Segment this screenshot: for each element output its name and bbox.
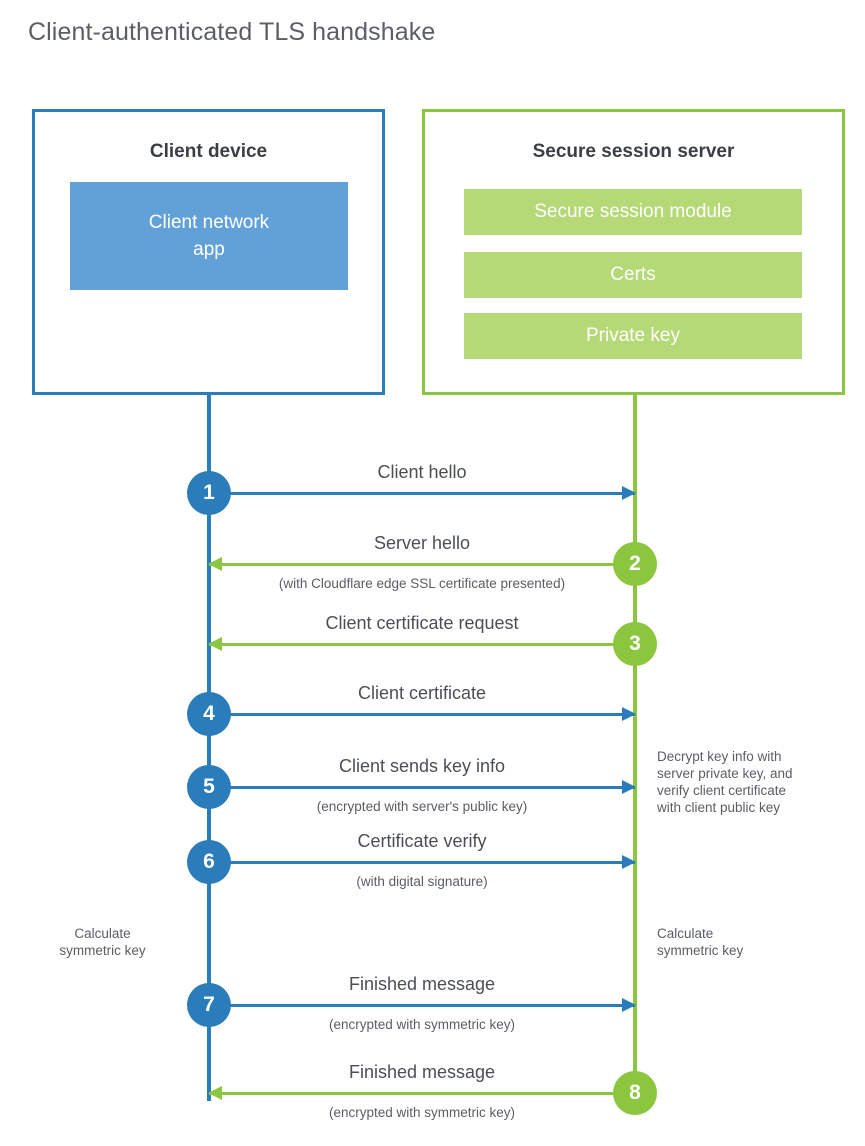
message-label-primary: Client certificate	[357, 683, 487, 703]
arrow-line-icon	[209, 786, 635, 789]
arrow-head-icon	[622, 998, 636, 1012]
message-label-primary: Client hello	[377, 462, 467, 482]
arrow-line-icon	[209, 563, 635, 566]
arrow-line-icon	[209, 1004, 635, 1007]
client-device-box: Client device Client network app	[32, 109, 385, 395]
step-circle-1: 1	[187, 471, 231, 515]
note-calculate-symmetric-key-client: Calculate symmetric key	[59, 926, 146, 958]
step-circle-5: 5	[187, 765, 231, 809]
message-label-secondary: (encrypted with symmetric key)	[328, 1105, 516, 1120]
arrow-line-icon	[209, 861, 635, 864]
server-module-private-key: Private key	[464, 313, 802, 359]
arrow-head-icon	[208, 557, 222, 571]
secure-session-server-box: Secure session server Secure session mod…	[422, 109, 845, 395]
client-device-title: Client device	[149, 141, 268, 162]
arrow-line-icon	[209, 492, 635, 495]
step-circle-8: 8	[613, 1071, 657, 1115]
arrow-line-icon	[209, 713, 635, 716]
message-label-primary: Finished message	[348, 1062, 496, 1082]
step-circle-6: 6	[187, 840, 231, 884]
step-circle-2: 2	[613, 542, 657, 586]
note-decrypt-key-info: Decrypt key info with server private key…	[657, 749, 793, 815]
arrow-head-icon	[208, 1086, 222, 1100]
message-label-secondary: (encrypted with symmetric key)	[328, 1017, 516, 1032]
arrow-head-icon	[622, 707, 636, 721]
note-calculate-symmetric-key-server: Calculate symmetric key	[657, 926, 744, 958]
message-label-primary: Finished message	[348, 974, 496, 994]
step-circle-4: 4	[187, 692, 231, 736]
message-label-primary: Certificate verify	[357, 831, 487, 851]
step-circle-3: 3	[613, 622, 657, 666]
secure-session-server-title: Secure session server	[532, 141, 735, 162]
arrow-head-icon	[622, 855, 636, 869]
step-circle-7: 7	[187, 983, 231, 1027]
server-module-certs: Certs	[464, 252, 802, 298]
page-title: Client-authenticated TLS handshake	[28, 18, 436, 46]
message-label-primary: Client sends key info	[338, 756, 506, 776]
server-lifeline	[633, 395, 637, 1095]
server-module-secure-session-module: Secure session module	[464, 189, 802, 235]
arrow-head-icon	[208, 637, 222, 651]
message-label-primary: Client certificate request	[325, 613, 519, 633]
arrow-head-icon	[622, 486, 636, 500]
client-lifeline	[207, 395, 211, 1101]
client-network-app-label: Client network app	[148, 212, 270, 260]
client-network-app-block: Client network app	[70, 182, 348, 290]
arrow-line-icon	[209, 643, 635, 646]
message-label-secondary: (encrypted with server's public key)	[316, 799, 528, 814]
arrow-line-icon	[209, 1092, 635, 1095]
message-label-secondary: (with Cloudflare edge SSL certificate pr…	[278, 576, 566, 591]
arrow-head-icon	[622, 780, 636, 794]
message-label-primary: Server hello	[373, 533, 471, 553]
message-label-secondary: (with digital signature)	[356, 874, 488, 889]
